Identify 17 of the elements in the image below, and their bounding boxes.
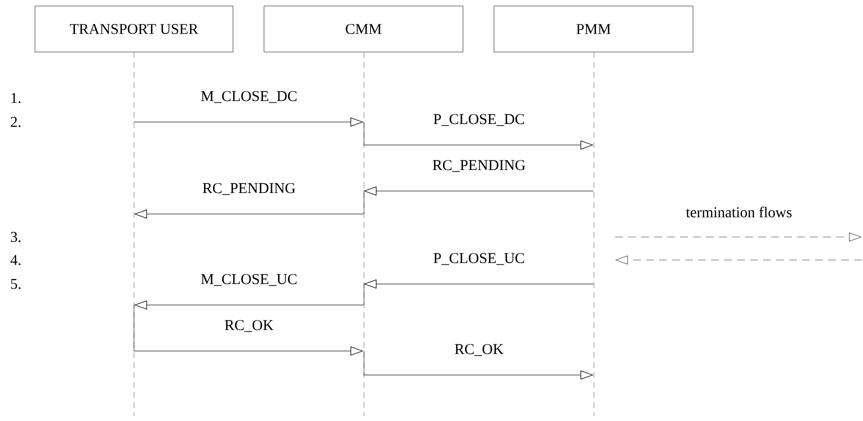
message-label: RC_OK [224,320,274,332]
message-label: M_CLOSE_DC [201,91,296,103]
message-label: P_CLOSE_UC [434,253,524,265]
step-number: 2. [10,116,20,128]
participant-box: TRANSPORT USER [34,6,234,52]
message-label: M_CLOSE_UC [201,274,296,286]
step-number: 5. [11,279,20,290]
step-number: 4. [10,254,20,266]
participant-box: CMM [264,6,464,52]
message-label: P_CLOSE_DC [434,114,524,126]
participant-box: PMM [494,6,694,52]
message-label: RC_OK [454,344,504,356]
message-label: RC_PENDING [202,183,296,195]
step-number: 1. [12,92,20,104]
message-label: RC_PENDING [432,160,526,172]
flow-label: termination flows [686,206,792,218]
step-number: 3. [10,232,20,242]
